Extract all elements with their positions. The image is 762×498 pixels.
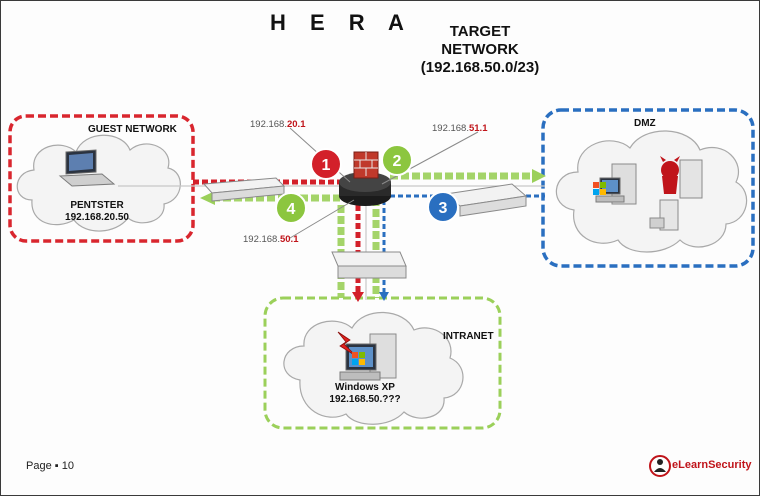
step-number-4: 4: [287, 201, 296, 218]
page-number: Page ▪ 10: [26, 460, 74, 472]
windows-logo-icon: [352, 182, 606, 365]
elearnsecurity-logo: [649, 455, 671, 477]
pentster-ip: 192.168.20.50: [65, 212, 129, 223]
dmz-zone: [541, 108, 755, 268]
step-badge-1: 1: [310, 148, 342, 180]
ip-prefix: 192.168.: [250, 119, 287, 130]
target-line-1: TARGET: [449, 23, 511, 40]
intranet-gateway-ip: 192.168.50.1: [243, 234, 298, 245]
dmz-gateway-ip: 192.168.51.1: [432, 123, 487, 134]
switch-intranet: [331, 251, 407, 279]
router-firewall: [339, 151, 391, 206]
step-badge-2: 2: [381, 144, 413, 176]
step-badge-4: 4: [275, 192, 307, 224]
dmz-cloud: [555, 130, 748, 253]
ip-suffix: 51.1: [468, 123, 488, 134]
step-badge-3: 3: [427, 191, 459, 223]
step-number-3: 3: [439, 200, 448, 217]
pentster-name: PENTSTER: [70, 200, 124, 211]
switch-dmz: [444, 183, 528, 217]
step-number-2: 2: [393, 153, 402, 170]
bsd-daemon-icon: [660, 156, 680, 194]
logo-text: eLearnSecurity: [672, 459, 752, 471]
winxp-ip: 192.168.50.???: [329, 394, 401, 405]
ip-suffix: 20.1: [286, 119, 306, 130]
ip-prefix: 192.168.: [243, 234, 280, 245]
target-network-title: TARGET NETWORK (192.168.50.0/23): [380, 23, 580, 77]
intranet-label: INTRANET: [443, 331, 494, 342]
target-line-2: NETWORK: [441, 41, 519, 58]
ip-prefix: 192.168.: [432, 123, 469, 134]
page-title: H E R A: [270, 10, 413, 35]
winxp-node-label: Windows XP 192.168.50.???: [310, 382, 420, 406]
guest-network-label: GUEST NETWORK: [88, 124, 177, 135]
winxp-name: Windows XP: [335, 382, 395, 393]
dmz-label: DMZ: [634, 118, 656, 129]
step-number-1: 1: [322, 157, 331, 174]
target-line-3: (192.168.50.0/23): [420, 59, 540, 76]
pentster-node-label: PENTSTER 192.168.20.50: [42, 200, 152, 224]
guest-network-zone: [8, 114, 195, 243]
ip-suffix: 50.1: [279, 234, 299, 245]
laptop-icon: [58, 149, 116, 187]
guest-gateway-ip: 192.168.20.1: [250, 119, 305, 130]
